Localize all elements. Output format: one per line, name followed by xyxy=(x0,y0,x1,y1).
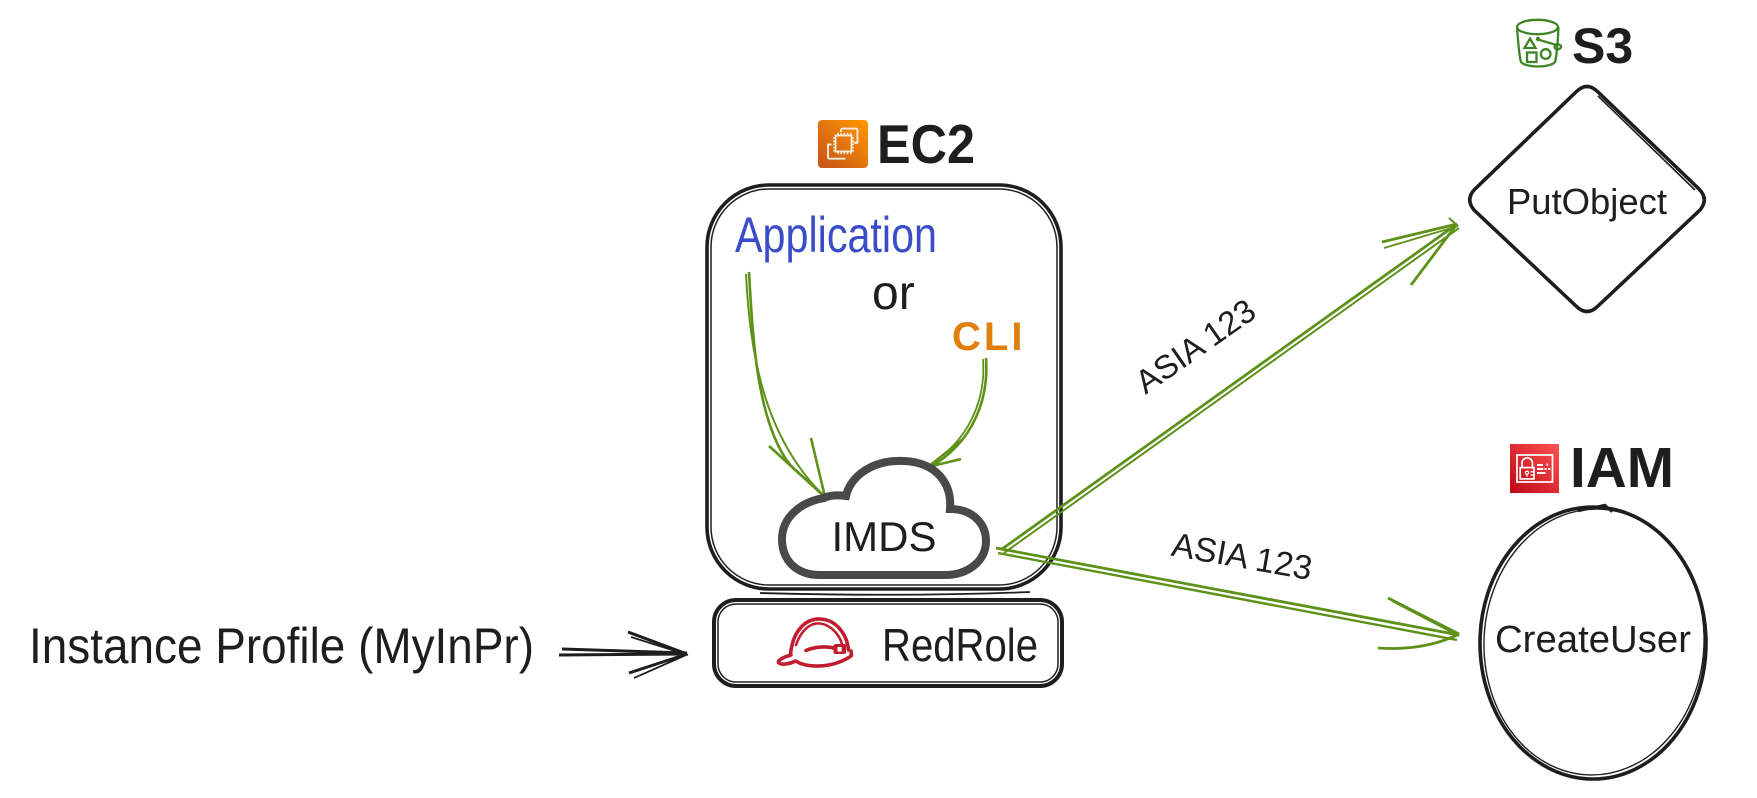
svg-text:CLI: CLI xyxy=(952,315,1025,359)
svg-text:IAM: IAM xyxy=(1570,436,1674,500)
svg-text:Application: Application xyxy=(735,207,937,263)
svg-text:or: or xyxy=(872,267,915,320)
svg-text:S3: S3 xyxy=(1572,18,1633,74)
svg-text:RedRole: RedRole xyxy=(882,619,1038,671)
svg-text:EC2: EC2 xyxy=(877,113,975,175)
svg-text:PutObject: PutObject xyxy=(1507,181,1667,222)
svg-text:IMDS: IMDS xyxy=(832,513,937,560)
svg-text:Instance Profile (MyInPr): Instance Profile (MyInPr) xyxy=(29,618,534,674)
svg-text:ASIA 123: ASIA 123 xyxy=(1128,291,1262,400)
svg-text:CreateUser: CreateUser xyxy=(1495,619,1691,661)
svg-text:ASIA 123: ASIA 123 xyxy=(1169,526,1315,588)
